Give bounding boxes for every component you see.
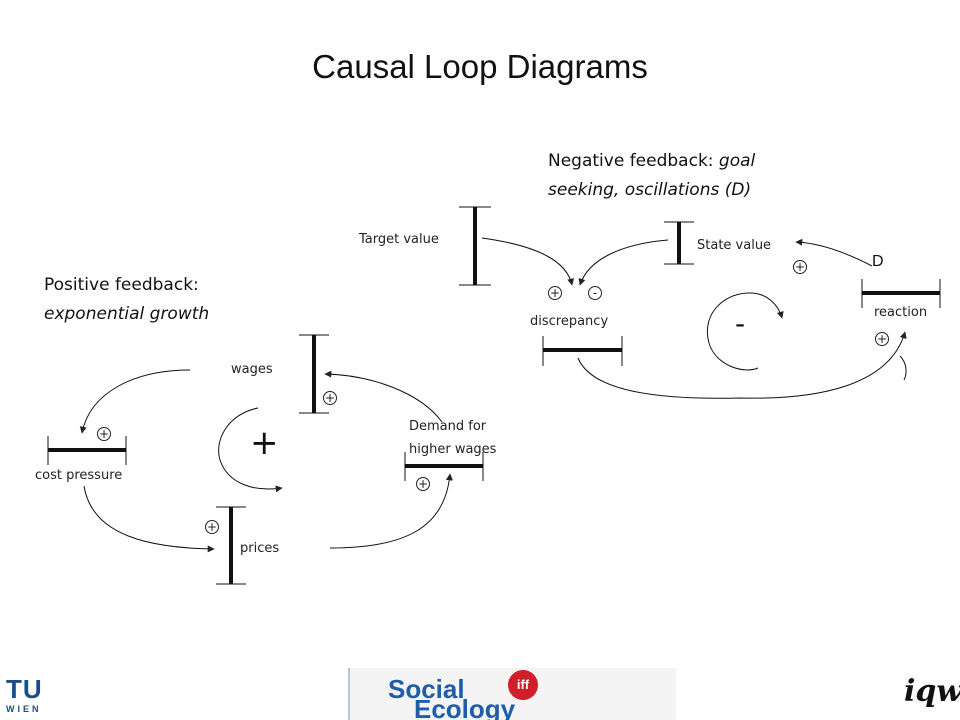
sign-reaction-to-state: + bbox=[793, 260, 807, 274]
sign-target-to-discrepancy: + bbox=[548, 286, 562, 300]
sign-prices-to-demand: + bbox=[416, 477, 430, 491]
iqw-logo-text: iqw bbox=[904, 674, 960, 709]
arrow-prices-to-demand bbox=[329, 473, 453, 549]
negative-feedback-heading: Negative feedback: goal seeking, oscilla… bbox=[548, 147, 755, 205]
iff-badge: iff bbox=[508, 670, 538, 700]
sign-state-to-discrepancy: - bbox=[588, 286, 602, 300]
reaction-label: reaction bbox=[874, 305, 928, 320]
arrow-wages-to-cost-pressure bbox=[79, 369, 191, 434]
wages-label: wages bbox=[231, 362, 273, 377]
social-ecology-text-1: Social bbox=[388, 674, 465, 704]
prices-label: prices bbox=[240, 541, 280, 556]
sign-cost-pressure-to-prices: + bbox=[205, 520, 219, 534]
negative-loop-sign: - bbox=[735, 307, 746, 340]
positive-loop-arrow bbox=[218, 407, 283, 493]
arrow-state-to-discrepancy bbox=[578, 239, 669, 286]
social-ecology-logo: Social Ecology iff bbox=[348, 668, 676, 720]
social-ecology-text-2: Ecology bbox=[414, 694, 516, 720]
arrow-demand-to-wages bbox=[324, 370, 443, 423]
positive-heading-line2: exponential growth bbox=[44, 304, 210, 324]
tu-logo-line2: WIEN bbox=[6, 704, 42, 714]
negative-heading-italic-1: goal bbox=[718, 151, 756, 171]
arrow-discrepancy-to-reaction bbox=[577, 331, 907, 399]
arrow-cost-pressure-to-prices bbox=[83, 485, 215, 553]
state-value-label: State value bbox=[697, 238, 772, 253]
sign-wages-to-cost-pressure: + bbox=[97, 427, 111, 441]
social-ecology-logo-edge bbox=[348, 668, 350, 720]
delay-marker: D bbox=[872, 253, 884, 270]
iqw-logo: iqw bbox=[904, 674, 960, 718]
tu-wien-logo: TU WIEN bbox=[0, 676, 66, 720]
discrepancy-label: discrepancy bbox=[530, 314, 609, 329]
target-value-label: Target value bbox=[359, 232, 439, 247]
positive-feedback-heading: Positive feedback: exponential growth bbox=[44, 271, 209, 329]
arrow-reaction-to-state bbox=[795, 238, 873, 267]
sign-discrepancy-to-reaction: + bbox=[875, 332, 889, 346]
arrow-target-to-discrepancy bbox=[481, 237, 575, 286]
page-title: Causal Loop Diagrams bbox=[312, 48, 648, 85]
tu-logo-line1: TU bbox=[6, 674, 43, 704]
positive-feedback-diagram bbox=[47, 334, 484, 585]
sign-demand-to-wages: + bbox=[323, 391, 337, 405]
negative-loop-arrow bbox=[706, 292, 784, 371]
negative-feedback-diagram bbox=[459, 206, 941, 399]
demand-label-line2: higher wages bbox=[409, 442, 497, 457]
negative-heading-plain: Negative feedback: bbox=[548, 151, 719, 171]
demand-label-line1: Demand for bbox=[409, 419, 487, 434]
positive-heading-line1: Positive feedback: bbox=[44, 275, 199, 295]
positive-loop-sign: + bbox=[250, 423, 279, 463]
negative-heading-italic-2: seeking, oscillations (D) bbox=[548, 180, 752, 200]
arrow-reaction-down bbox=[899, 355, 907, 381]
cost-pressure-label: cost pressure bbox=[35, 468, 123, 483]
